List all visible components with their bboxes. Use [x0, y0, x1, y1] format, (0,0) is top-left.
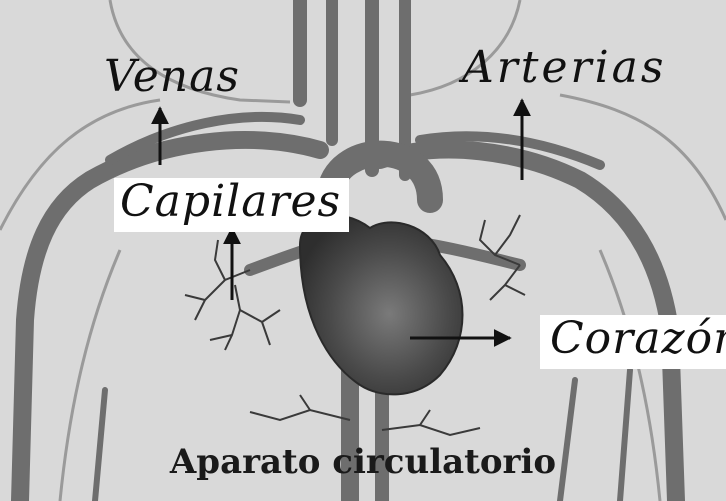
- label-arterias: Arterias: [462, 46, 666, 90]
- label-capilares: Capilares: [114, 178, 349, 232]
- capillaries-lower: [250, 395, 480, 435]
- label-corazon: Corazón: [540, 315, 726, 369]
- diagram-caption: Aparato circulatorio: [0, 442, 726, 482]
- label-venas: Venas: [104, 55, 240, 99]
